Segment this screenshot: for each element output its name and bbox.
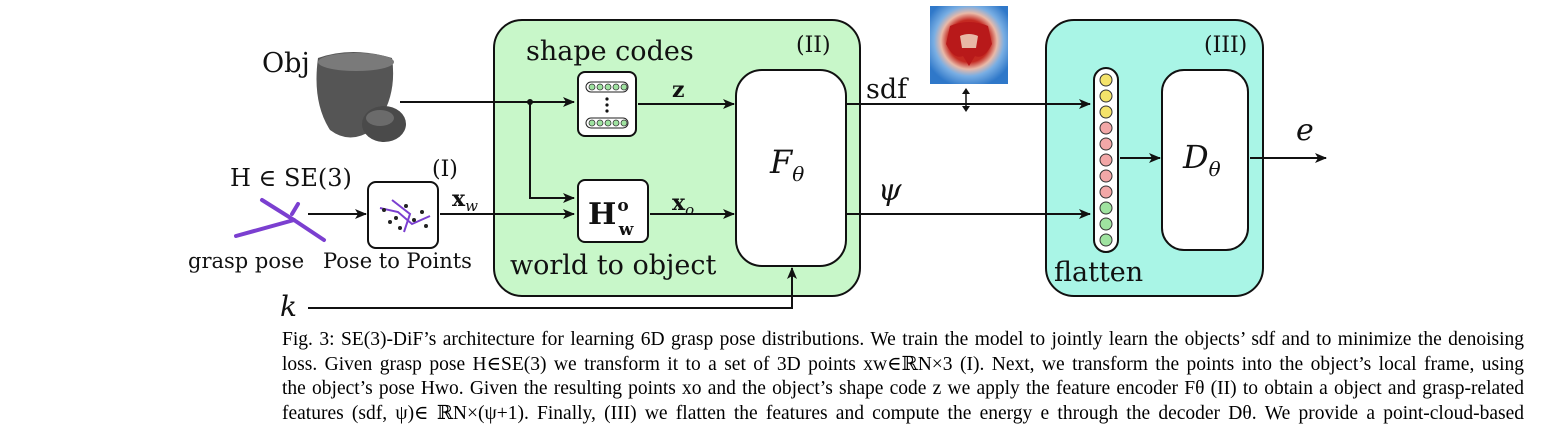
sdf-label: sdf (866, 74, 909, 105)
stage-2-label: (II) (796, 33, 831, 58)
feature-dot (1099, 89, 1113, 103)
obj-label: Obj (262, 48, 310, 79)
feature-dot (1099, 217, 1113, 231)
feature-dot (1099, 73, 1113, 87)
feature-dot (1099, 105, 1113, 119)
sdf-heatmap-image (930, 6, 1008, 84)
pose-to-points-label: Pose to Points (323, 249, 472, 273)
psi-label: ψ (878, 173, 902, 208)
grasp-pose-label: grasp pose (188, 249, 304, 273)
k-arrow (308, 267, 797, 309)
caption-line: Fig. 3: SE(3)-DiF’s architecture for lea… (282, 329, 1524, 350)
k-label: k (280, 290, 297, 323)
shape-codes-label: shape codes (526, 36, 694, 67)
flatten-label: flatten (1054, 257, 1143, 288)
feature-dot (1099, 137, 1113, 151)
caption-line: features (sdf, ψ)∈ ℝN×(ψ+1). Finally, (I… (282, 402, 1524, 424)
caption-line: loss. Given grasp pose H∈SE(3) we transf… (282, 353, 1524, 375)
branch-down-arrow (529, 102, 575, 203)
xw-label: xw (452, 186, 478, 215)
feature-dot (1099, 185, 1113, 199)
pose-label: H ∈ SE(3) (230, 164, 352, 192)
feature-dot (1099, 201, 1113, 215)
world-to-object-transform-box (577, 179, 649, 243)
e-label: e (1296, 113, 1314, 148)
caption-line: the object’s pose Hwo. Given the resulti… (282, 378, 1524, 399)
feature-dot (1099, 233, 1113, 247)
architecture-diagram: (I) (II) (III) Obj H ∈ SE(3) grasp pose … (188, 6, 1327, 323)
feature-dot (1099, 153, 1113, 167)
stage-3-label: (III) (1204, 33, 1247, 58)
stage-1-label: (I) (432, 157, 458, 182)
feature-encoder-box (735, 69, 847, 267)
decoder-box (1161, 69, 1249, 251)
grasp-pose-icon (234, 198, 326, 242)
points-icon (379, 199, 431, 233)
feature-dot (1099, 121, 1113, 135)
shape-code-vector-icon (585, 81, 629, 129)
world-to-object-label: world to object (510, 250, 716, 281)
z-label: z (672, 77, 685, 103)
feature-dot (1099, 169, 1113, 183)
figure-caption: Fig. 3: SE(3)-DiF’s architecture for lea… (282, 328, 1524, 426)
feature-dots (1099, 73, 1113, 247)
object-bowl-image (316, 52, 406, 142)
